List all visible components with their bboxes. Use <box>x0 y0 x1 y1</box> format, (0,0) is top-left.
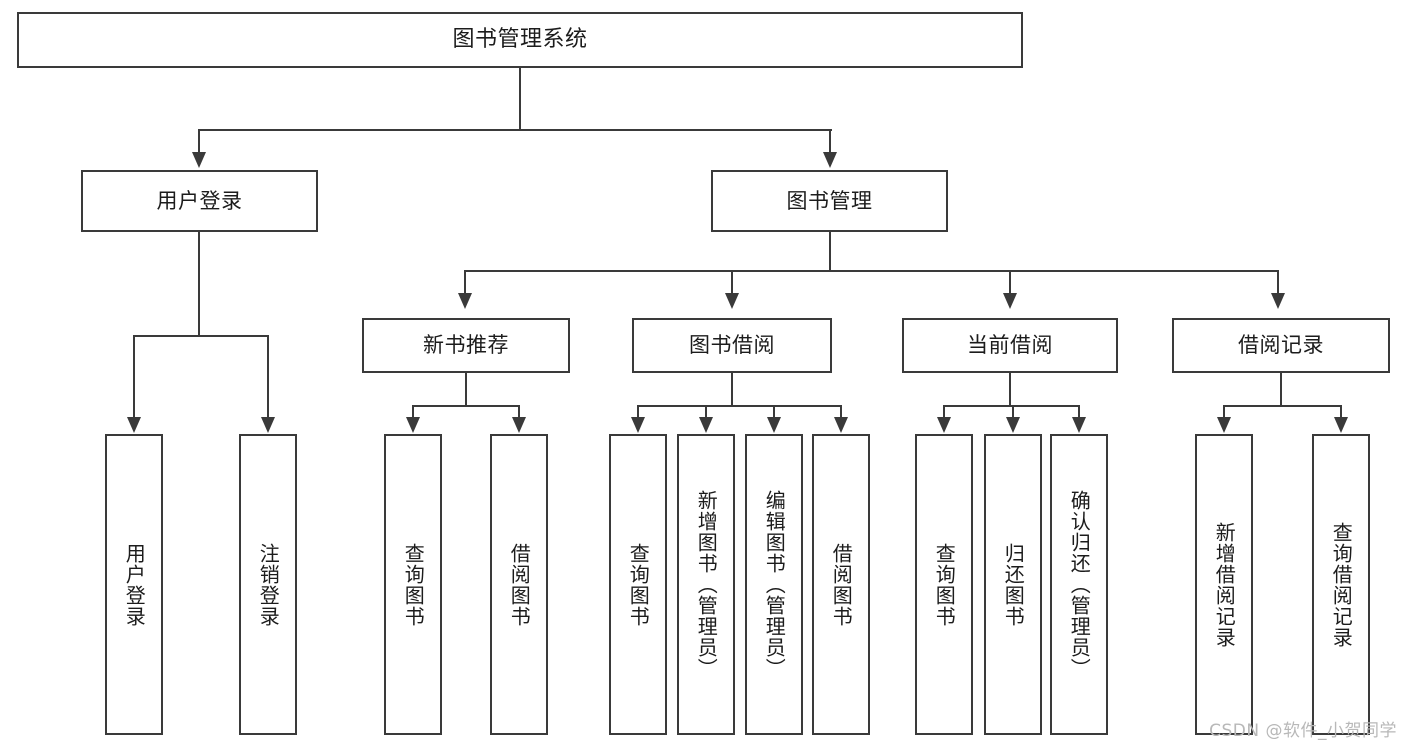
connector-book-borrow-to-leaf-1 <box>637 405 639 419</box>
arrow-current-borrow-to-leaf-3 <box>1072 417 1086 433</box>
leaf-current-borrow-query-book[interactable]: 查询图书 <box>915 434 973 735</box>
node-label: 当前借阅 <box>967 333 1053 358</box>
node-label: 确认归还（管理员） <box>1067 490 1092 679</box>
node-label: 编辑图书（管理员） <box>762 490 787 679</box>
connector-user-login-bus <box>133 335 269 337</box>
leaf-book-borrow-borrow-book[interactable]: 借阅图书 <box>812 434 870 735</box>
node-label: 查询图书 <box>932 542 957 627</box>
node-label: 注销登录 <box>256 542 281 627</box>
connector-book-borrow-stem <box>731 373 733 406</box>
arrow-book-borrow-to-leaf-4 <box>834 417 848 433</box>
arrow-book-borrow-to-leaf-1 <box>631 417 645 433</box>
connector-book-management-stem <box>829 232 831 271</box>
arrow-root-to-book-management <box>823 152 837 168</box>
leaf-book-borrow-edit-book-admin[interactable]: 编辑图书（管理员） <box>745 434 803 735</box>
arrow-book-borrow-to-leaf-2 <box>699 417 713 433</box>
connector-book-borrow-to-leaf-3 <box>773 405 775 419</box>
node-borrow-record[interactable]: 借阅记录 <box>1172 318 1390 373</box>
connector-current-borrow-to-leaf-3 <box>1078 405 1080 419</box>
node-user-login[interactable]: 用户登录 <box>81 170 318 232</box>
arrow-current-borrow-to-leaf-1 <box>937 417 951 433</box>
connector-bm-to-new-book <box>464 270 466 296</box>
node-label: 用户登录 <box>156 188 243 213</box>
connector-user-login-stem <box>198 232 200 336</box>
connector-borrow-record-stem <box>1280 373 1282 406</box>
connector-new-book-to-leaf-2 <box>518 405 520 419</box>
node-book-borrow[interactable]: 图书借阅 <box>632 318 832 373</box>
arrow-root-to-user-login <box>192 152 206 168</box>
connector-current-borrow-bus <box>943 405 1079 407</box>
node-label: 用户登录 <box>122 542 147 627</box>
node-new-book-recommend[interactable]: 新书推荐 <box>362 318 570 373</box>
node-root-book-management-system[interactable]: 图书管理系统 <box>17 12 1023 68</box>
connector-root-bus <box>198 129 832 131</box>
node-book-management[interactable]: 图书管理 <box>711 170 948 232</box>
arrow-borrow-record-to-leaf-1 <box>1217 417 1231 433</box>
node-label: 查询图书 <box>626 542 651 627</box>
connector-new-book-to-leaf-1 <box>412 405 414 419</box>
arrow-user-login-to-leaf-2 <box>261 417 275 433</box>
arrow-book-borrow-to-leaf-3 <box>767 417 781 433</box>
node-label: 图书管理系统 <box>452 27 588 53</box>
connector-current-borrow-to-leaf-2 <box>1012 405 1014 419</box>
arrow-user-login-to-leaf-1 <box>127 417 141 433</box>
leaf-current-borrow-confirm-return-admin[interactable]: 确认归还（管理员） <box>1050 434 1108 735</box>
connector-root-stem <box>519 68 521 130</box>
arrow-new-book-to-leaf-2 <box>512 417 526 433</box>
leaf-borrow-record-query-record[interactable]: 查询借阅记录 <box>1312 434 1370 735</box>
connector-borrow-record-bus <box>1223 405 1341 407</box>
connector-new-book-bus <box>412 405 519 407</box>
leaf-new-book-borrow-book[interactable]: 借阅图书 <box>490 434 548 735</box>
connector-book-borrow-to-leaf-2 <box>705 405 707 419</box>
connector-bm-to-current-borrow <box>1009 270 1011 296</box>
arrow-bm-to-new-book <box>458 293 472 309</box>
leaf-logout[interactable]: 注销登录 <box>239 434 297 735</box>
connector-borrow-record-to-leaf-2 <box>1340 405 1342 419</box>
connector-current-borrow-stem <box>1009 373 1011 406</box>
connector-book-borrow-to-leaf-4 <box>840 405 842 419</box>
node-current-borrow[interactable]: 当前借阅 <box>902 318 1118 373</box>
connector-borrow-record-to-leaf-1 <box>1223 405 1225 419</box>
arrow-new-book-to-leaf-1 <box>406 417 420 433</box>
connector-new-book-stem <box>465 373 467 406</box>
connector-root-to-user-login <box>198 129 200 155</box>
arrow-current-borrow-to-leaf-2 <box>1006 417 1020 433</box>
arrow-borrow-record-to-leaf-2 <box>1334 417 1348 433</box>
node-label: 借阅图书 <box>829 542 854 627</box>
connector-bm-to-borrow-record <box>1277 270 1279 296</box>
leaf-book-borrow-query-book[interactable]: 查询图书 <box>609 434 667 735</box>
leaf-book-borrow-add-book-admin[interactable]: 新增图书（管理员） <box>677 434 735 735</box>
arrow-bm-to-current-borrow <box>1003 293 1017 309</box>
arrow-bm-to-book-borrow <box>725 293 739 309</box>
connector-book-borrow-bus <box>637 405 841 407</box>
connector-user-login-to-leaf-2 <box>267 335 269 419</box>
node-label: 图书管理 <box>786 188 873 213</box>
connector-current-borrow-to-leaf-1 <box>943 405 945 419</box>
arrow-bm-to-borrow-record <box>1271 293 1285 309</box>
leaf-new-book-query-book[interactable]: 查询图书 <box>384 434 442 735</box>
leaf-user-login[interactable]: 用户登录 <box>105 434 163 735</box>
connector-bm-to-book-borrow <box>731 270 733 296</box>
node-label: 图书借阅 <box>689 333 775 358</box>
node-label: 借阅记录 <box>1238 333 1324 358</box>
leaf-borrow-record-add-record[interactable]: 新增借阅记录 <box>1195 434 1253 735</box>
connector-root-to-book-management <box>829 129 831 155</box>
connector-user-login-to-leaf-1 <box>133 335 135 419</box>
connector-book-management-bus <box>464 270 1278 272</box>
node-label: 查询图书 <box>401 542 426 627</box>
node-label: 归还图书 <box>1001 542 1026 627</box>
node-label: 查询借阅记录 <box>1329 521 1354 648</box>
leaf-current-borrow-return-book[interactable]: 归还图书 <box>984 434 1042 735</box>
node-label: 新书推荐 <box>423 333 509 358</box>
node-label: 新增借阅记录 <box>1212 521 1237 648</box>
node-label: 借阅图书 <box>507 542 532 627</box>
node-label: 新增图书（管理员） <box>694 490 719 679</box>
